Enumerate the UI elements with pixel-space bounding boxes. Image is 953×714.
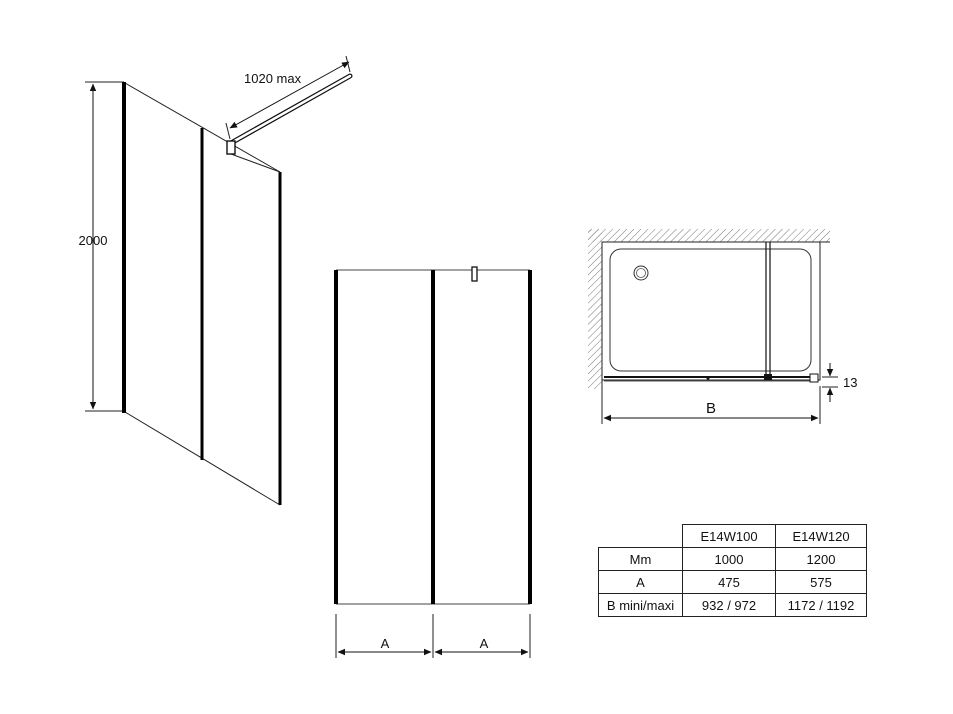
spec-table: E14W100 E14W120 Mm 1000 1200 A 475 575 B… (598, 524, 867, 617)
front-view: A A (334, 266, 532, 658)
row-label: Mm (598, 547, 683, 571)
row-label: B mini/maxi (598, 593, 683, 617)
tray-offset-dimension: 13 (822, 363, 857, 402)
spec-table-header: E14W100 E14W120 (599, 524, 867, 548)
wall-hatching (588, 229, 830, 389)
table-cell: 932 / 972 (682, 593, 776, 617)
glass-panel-front (334, 266, 532, 605)
height-dimension-label: 2000 (79, 233, 108, 248)
panel-width-left-label: A (381, 636, 390, 651)
table-cell: 575 (775, 570, 867, 594)
tray-width-label: B (706, 400, 716, 417)
plan-view: B 13 (588, 229, 857, 424)
row-label: A (598, 570, 683, 594)
tray-offset-label: 13 (843, 375, 857, 390)
shower-tray (601, 241, 821, 381)
arm-length-dimension: 1020 max (225, 55, 351, 140)
table-cell: 1200 (775, 547, 867, 571)
table-cell: 1172 / 1192 (775, 593, 867, 617)
panel-width-right-label: A (480, 636, 489, 651)
table-row: B mini/maxi 932 / 972 1172 / 1192 (598, 593, 867, 617)
spec-col-e14w100: E14W100 (682, 524, 776, 548)
glass-panel-plan (604, 242, 819, 383)
table-cell: 1000 (682, 547, 776, 571)
perspective-view: 2000 1020 max (79, 55, 353, 506)
arm-length-label: 1020 max (244, 71, 302, 86)
tray-width-dimension: B (601, 386, 821, 424)
table-row: A 475 575 (598, 570, 867, 594)
height-dimension: 2000 (79, 81, 124, 412)
spec-col-e14w120: E14W120 (775, 524, 867, 548)
panel-width-dimensions: A A (335, 614, 531, 658)
support-arm (226, 73, 353, 173)
table-row: Mm 1000 1200 (598, 547, 867, 571)
table-cell: 475 (682, 570, 776, 594)
wall-bracket (471, 266, 478, 282)
glass-panel-perspective (122, 82, 282, 506)
spec-table-corner (599, 525, 683, 548)
